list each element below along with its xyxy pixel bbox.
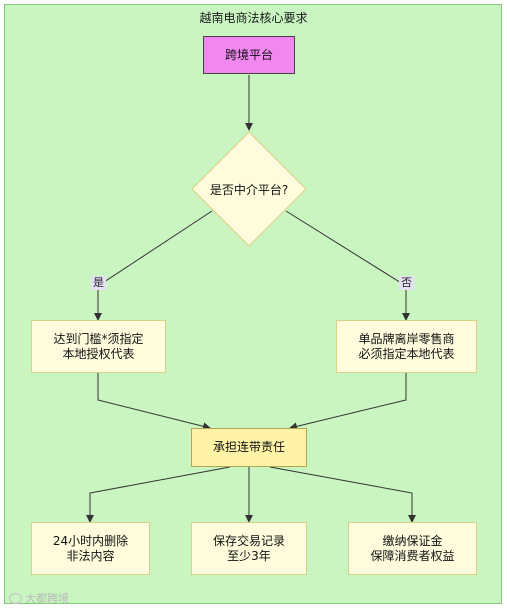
edge-right-to-liability xyxy=(289,373,407,431)
weibo-icon xyxy=(9,592,22,604)
watermark: 大都跨境 xyxy=(9,590,69,606)
node-remove-illegal-content: 24小时内删除 非法内容 xyxy=(31,522,150,575)
node-keep-transaction-records: 保存交易记录 至少3年 xyxy=(191,522,307,575)
node-pay-deposit: 缴纳保证金 保障消费者权益 xyxy=(348,522,477,575)
edge-label-yes: 是 xyxy=(91,276,106,290)
diagram-title: 越南电商法核心要求 xyxy=(199,11,308,25)
diagram-frame xyxy=(4,4,502,604)
decision-diamond-shape xyxy=(191,131,307,247)
node-single-brand-offshore-retailer: 单品牌离岸零售商 必须指定本地代表 xyxy=(336,320,477,373)
edge-liability-to-out3 xyxy=(269,466,416,523)
node-joint-liability: 承担连带责任 xyxy=(191,428,307,467)
node-threshold-local-representative: 达到门槛*须指定 本地授权代表 xyxy=(31,320,166,373)
edge-liability-to-out1 xyxy=(86,466,231,523)
decision-label: 是否中介平台? xyxy=(209,182,289,197)
edge-label-no: 否 xyxy=(399,276,414,290)
edge-left-to-liability xyxy=(97,373,211,431)
watermark-text: 大都跨境 xyxy=(25,592,69,605)
node-decision-intermediary: 是否中介平台? xyxy=(191,131,307,247)
node-cross-border-platform: 跨境平台 xyxy=(203,36,295,74)
